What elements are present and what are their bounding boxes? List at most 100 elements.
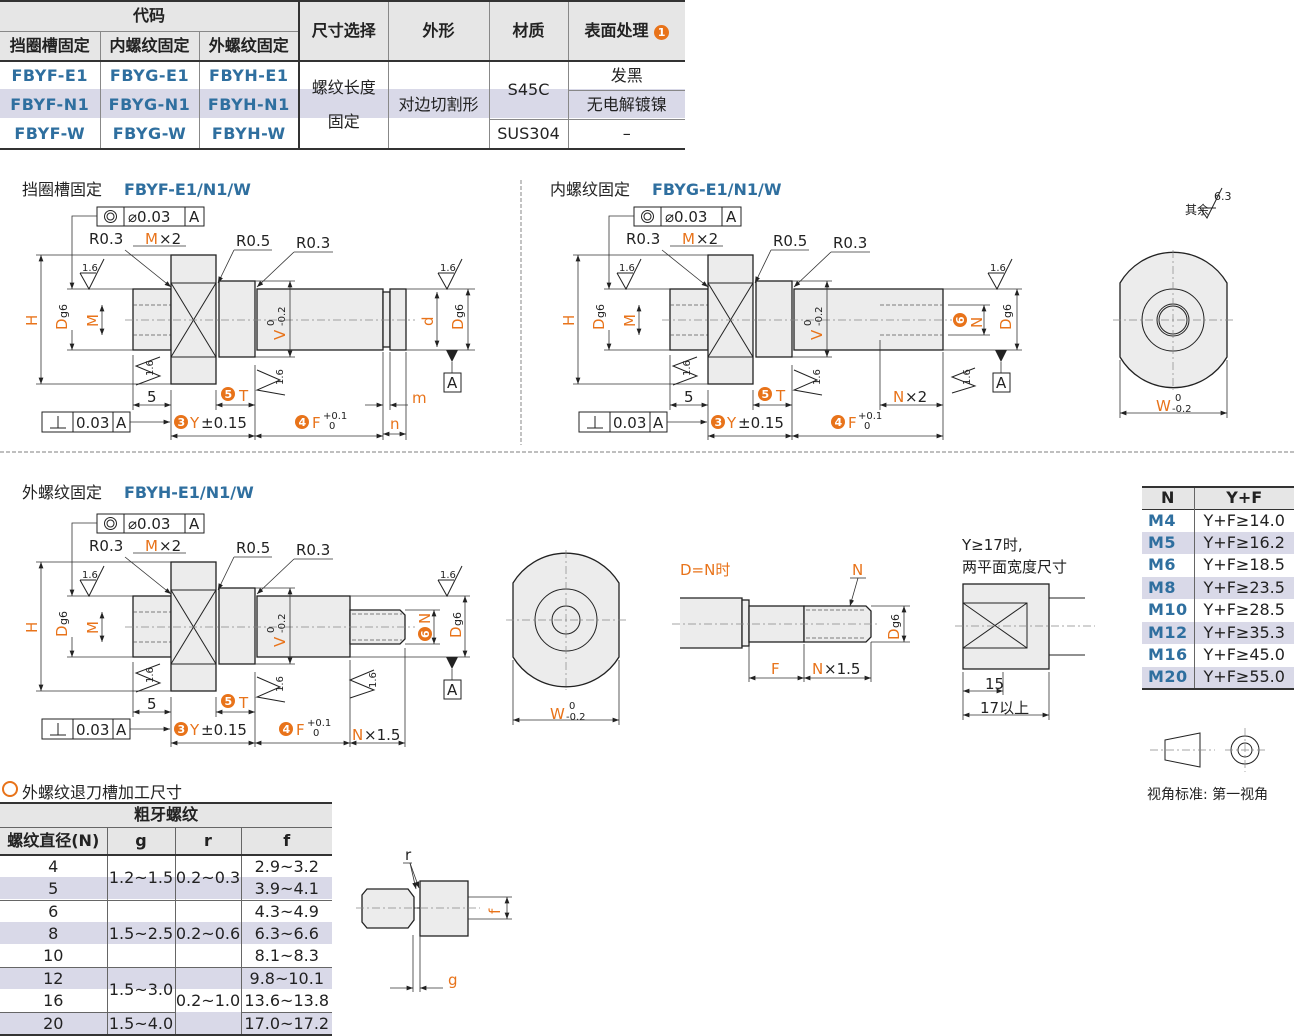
note-6: 6 — [954, 316, 967, 324]
f-cell: 3.9~4.1 — [254, 878, 319, 898]
header-surface-label: 表面处理 — [584, 20, 649, 40]
shape-cell: 对边切割形 — [388, 61, 490, 149]
dim-g: g — [448, 971, 458, 989]
drawing-h-shaft: 6 N D g6 1.6 A 1.6 4 F +0.1 0 N×1.5 — [125, 565, 470, 747]
f-cell: 4.3~4.9 — [254, 901, 319, 921]
thread-size: M5 — [1142, 531, 1195, 554]
header-shape: 外形 — [388, 1, 490, 61]
note-4: 4 — [835, 416, 843, 429]
roughness-label: 1.6 — [962, 369, 973, 385]
projection-label: 视角标准: 第一视角 — [1147, 786, 1268, 803]
f-tol-low: 0 — [329, 421, 335, 432]
dim-F: F — [296, 721, 305, 739]
v-dimension-group: V 0 -0.2 — [255, 280, 295, 358]
note-3: 3 — [178, 416, 186, 429]
dim-17: 17以上 — [980, 699, 1029, 717]
dim-V: V — [271, 329, 289, 340]
datum-a: A — [447, 374, 458, 392]
spec-table: 代码 尺寸选择 外形 材质 表面处理 1 挡圈槽固定内螺纹固定外螺纹固定 FBY… — [0, 0, 686, 150]
yf-row: M4 Y+F≥14.0 — [1142, 509, 1294, 532]
w-tol-up: 0 — [569, 701, 575, 712]
header-size: 尺寸选择 — [299, 1, 389, 61]
roughness-label: 1.6 — [368, 672, 379, 688]
w-tol-low: -0.2 — [1172, 404, 1192, 415]
code-cell: FBYF-W — [0, 119, 101, 149]
code-cell: FBYH-N1 — [199, 90, 301, 119]
left-shaft — [132, 288, 172, 351]
section-title-g: 内螺纹固定 — [550, 180, 630, 199]
datum-ref: A — [116, 414, 127, 432]
yf-value: Y+F≥14.0 — [1203, 510, 1285, 530]
dim-F: F — [848, 414, 857, 432]
code-cell: FBYG-N1 — [100, 90, 200, 119]
yf-value: Y+F≥35.3 — [1203, 622, 1285, 642]
dim-g6: g6 — [889, 614, 902, 628]
code-cell: FBYF-E1 — [0, 61, 101, 90]
w-tol-up: 0 — [1175, 393, 1181, 404]
code-cell: FBYG-W — [100, 119, 200, 149]
header-yf: Y+F — [1226, 488, 1263, 508]
section-ring-icon — [2, 781, 18, 797]
y17-line-1: Y≥17时, — [961, 536, 1023, 554]
radius-label: R0.5 — [236, 232, 270, 250]
n-cell: 6 — [48, 901, 59, 921]
r-cell: 0.2~0.6 — [175, 900, 242, 968]
roughness-label: 1.6 — [440, 263, 456, 274]
g-cell: 1.5~4.0 — [106, 1012, 176, 1035]
v-tol-low: -0.2 — [277, 306, 288, 326]
header-material: 材质 — [489, 1, 569, 61]
thread-size: M6 — [1142, 554, 1195, 577]
roughness-label: 1.6 — [82, 263, 98, 274]
yf-value: Y+F≥55.0 — [1203, 667, 1285, 687]
code-cell: FBYF-N1 — [0, 90, 101, 119]
dim-N: N — [416, 613, 434, 624]
n-cell: 8 — [48, 923, 59, 943]
size-cell: 螺纹长度固定 — [299, 61, 389, 149]
dim-D: D — [447, 626, 465, 638]
n-cell: 20 — [43, 1013, 64, 1033]
y17-line-2: 两平面宽度尺寸 — [962, 558, 1067, 576]
yf-value: Y+F≥23.5 — [1203, 577, 1285, 597]
header-surface: 表面处理 1 — [568, 1, 685, 61]
thread-m-label: M — [145, 230, 158, 248]
dim-N: N — [812, 660, 823, 678]
n-cell: 10 — [43, 946, 64, 965]
size-line-2: 固定 — [327, 112, 360, 131]
surface-cell: – — [622, 123, 631, 143]
header-coarse: 粗牙螺纹 — [134, 805, 199, 825]
thread-size: M4 — [1142, 509, 1195, 532]
dim-g6: g6 — [57, 304, 70, 318]
d-equals-n-detail: D=N时 N D g6 F N×1.5 — [672, 561, 910, 682]
collar — [218, 280, 256, 358]
dn-label: D=N时 — [680, 561, 730, 579]
dim-n-factor: ×1.5 — [364, 726, 400, 744]
concentricity-tolerance: ⌀0.03 — [128, 208, 170, 226]
g-cell: 1.5~3.0 — [106, 967, 176, 1013]
surface-cell: 无电解镀镍 — [568, 90, 686, 120]
end-view-top: 6.3 其余 W 0 -0.2 — [1113, 187, 1233, 418]
r-cell: 0.2~0.3 — [175, 855, 242, 900]
yf-row: M6 Y+F≥18.5 — [1142, 554, 1294, 577]
dim-F: F — [312, 414, 321, 432]
note-4: 4 — [299, 416, 307, 429]
other-roughness: 6.3 — [1214, 190, 1232, 203]
dim-M: M — [84, 314, 102, 327]
code-cell: FBYG-E1 — [100, 61, 200, 90]
note-5: 5 — [225, 388, 233, 401]
dim-F: F — [771, 660, 780, 678]
thread-size: M20 — [1142, 666, 1195, 689]
code-cell: FBYH-E1 — [199, 61, 301, 90]
section-code-h: FBYH-E1/N1/W — [124, 483, 254, 502]
dim-N: N — [968, 317, 986, 328]
first-angle-projection-icon: 视角标准: 第一视角 — [1147, 728, 1268, 803]
f-cell: 2.9~3.2 — [254, 856, 319, 876]
section-code-f: FBYF-E1/N1/W — [124, 180, 251, 199]
header-h: 外螺纹固定 — [199, 31, 301, 61]
dim-m: m — [412, 389, 427, 407]
yf-value: Y+F≥18.5 — [1203, 555, 1285, 575]
